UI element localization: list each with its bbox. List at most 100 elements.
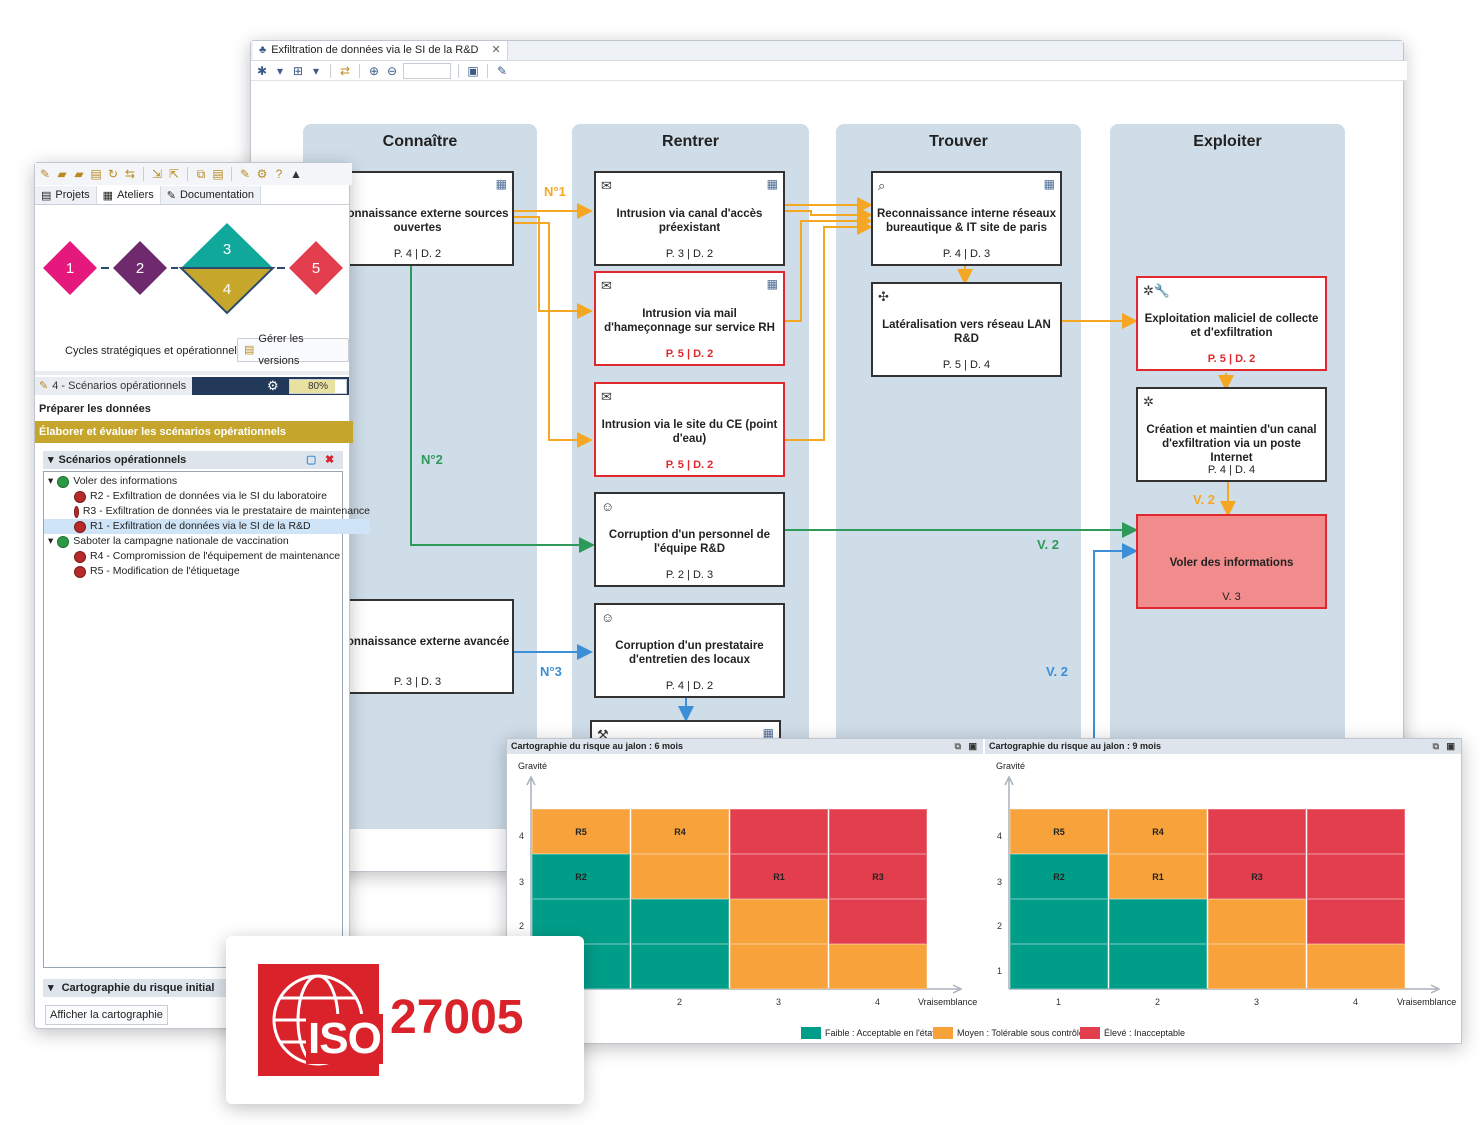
tree-item[interactable]: R3 - Exfiltration de données via le pres… [44, 504, 370, 519]
step-node[interactable]: ✉ ▦ Intrusion via canal d'accès préexist… [594, 171, 785, 266]
cycle-step-5[interactable]: 5 [289, 241, 343, 295]
toolbar-separator [359, 63, 360, 78]
camera-icon[interactable]: ▣ [968, 741, 977, 751]
cycle-step-4[interactable]: 4 [178, 267, 276, 315]
tree-label: R3 - Exfiltration de données via le pres… [82, 505, 370, 517]
step-node[interactable]: ☺ Corruption d'un personnel de l'équipe … [594, 492, 785, 587]
zoom-in-icon[interactable]: ⊕ [368, 63, 380, 78]
manage-versions-button[interactable]: ▤ Gérer les versions [237, 333, 349, 367]
folder-icon[interactable]: ▰ [57, 167, 67, 181]
step-elaborate-scenarios[interactable]: Élaborer et évaluer les scénarios opérat… [35, 421, 353, 443]
tools-icon[interactable]: ✎ [239, 167, 251, 181]
step-node[interactable]: ⌕ ▦ Reconnaissance interne réseaux burea… [871, 171, 1062, 266]
export-icon[interactable]: ⇱ [168, 167, 180, 181]
show-carto-button[interactable]: Afficher la cartographie [45, 1005, 168, 1025]
risk-cell-r4[interactable]: R4 [631, 809, 729, 854]
tree-group[interactable]: ▾Saboter la campagne nationale de vaccin… [44, 534, 344, 549]
link-icon[interactable]: ⇄ [339, 63, 351, 78]
tab-projets[interactable]: ▤Projets [35, 186, 97, 204]
step-node[interactable]: ✲🔧 Exploitation maliciel de collecte et … [1136, 276, 1327, 371]
risk-map-panel: Cartographie du risque au jalon : 6 mois… [506, 738, 1462, 1044]
layout-icon[interactable]: ✱ [256, 63, 268, 78]
mail-icon: ✉ [601, 278, 612, 293]
document-icon[interactable]: ▤ [212, 167, 224, 181]
legend-label: Faible : Acceptable en l'état [825, 1028, 935, 1038]
refresh-icon[interactable]: ↻ [107, 167, 119, 181]
tree-layout-icon[interactable]: ⊞ [292, 63, 304, 78]
link-icon[interactable]: ⇆ [124, 167, 136, 181]
risk-cell-r2[interactable]: R2 [532, 854, 630, 899]
cycle-step-3[interactable]: 3 [181, 223, 273, 268]
chevron-down-icon[interactable]: ▾ [312, 63, 320, 78]
camera-icon[interactable]: ▣ [1446, 741, 1455, 751]
toolbar-separator [187, 167, 188, 181]
zoom-select[interactable] [403, 62, 451, 79]
risk-cell-r2[interactable]: R2 [1010, 854, 1108, 899]
copy-icon[interactable]: ⧉ [1432, 741, 1439, 751]
risk-cell-r5[interactable]: R5 [1010, 809, 1108, 854]
step-node[interactable]: ☺ Corruption d'un prestataire d'entretie… [594, 603, 785, 698]
node-meta: P. 4 | D. 4 [1207, 464, 1256, 476]
open-folder-icon[interactable]: ✎ [39, 167, 51, 181]
risk-cell-r3[interactable]: R3 [1208, 854, 1306, 899]
scenario-icon [74, 520, 86, 533]
y-tick: 4 [519, 831, 525, 841]
risk-cell [829, 944, 927, 989]
camera-icon[interactable]: ▣ [467, 63, 479, 78]
tree-item[interactable]: R5 - Modification de l'étiquetage [44, 564, 370, 579]
risk-cell-r4[interactable]: R4 [1109, 809, 1207, 854]
step-node[interactable]: ✲ Création et maintien d'un canal d'exfi… [1136, 387, 1327, 482]
tree-group[interactable]: ▾Voler des informations [44, 474, 344, 489]
graduation-icon[interactable]: ▲ [290, 167, 302, 181]
step-node[interactable]: ▦ Reconnaissance externe sources ouverte… [321, 171, 514, 266]
risk-cell-r1[interactable]: R1 [1109, 854, 1207, 899]
svg-text:4: 4 [223, 281, 231, 298]
toolbar-separator [330, 63, 331, 78]
cycle-step-1[interactable]: 1 [43, 241, 97, 295]
tree-item[interactable]: R4 - Compromission de l'équipement de ma… [44, 549, 370, 564]
step-node[interactable]: ✣ Latéralisation vers réseau LAN R&D P. … [871, 282, 1062, 377]
tree-label: R4 - Compromission de l'équipement de ma… [90, 550, 341, 562]
tab-documentation[interactable]: ✎Documentation [160, 186, 261, 204]
risk-cell [631, 854, 729, 899]
close-icon[interactable]: ✕ [491, 44, 501, 56]
step-node[interactable]: ✉ Intrusion via le site du CE (point d'e… [594, 382, 785, 477]
folder-red-icon[interactable]: ▰ [74, 167, 84, 181]
tree-item-selected[interactable]: R1 - Exfiltration de données via le SI d… [44, 519, 370, 534]
chevron-down-icon: ▾ [48, 475, 54, 487]
step-prepare-data[interactable]: Préparer les données [39, 403, 151, 415]
x-tick: 3 [776, 997, 782, 1007]
cycle-step-2[interactable]: 2 [113, 241, 167, 295]
cycle-diagram: 1 2 3 4 5 [43, 223, 343, 315]
pen-icon: ✎ [166, 189, 176, 202]
scenarios-section-header[interactable]: ▾ Scénarios opérationnels ▢ ✖ [43, 451, 343, 469]
tree-item[interactable]: R2 - Exfiltration de données via le SI d… [44, 489, 370, 504]
gear-icon[interactable]: ⚙ [267, 378, 279, 393]
network-icon: ✣ [878, 289, 889, 304]
target-objective-node[interactable]: Voler des informations V. 3 [1136, 514, 1327, 609]
risk-cell-r1[interactable]: R1 [730, 854, 828, 899]
progress-label: 80% [307, 381, 328, 392]
copy-icon[interactable]: ⧉ [954, 741, 961, 751]
delete-icon[interactable]: ✖ [325, 454, 335, 466]
copy-icon[interactable]: ⧉ [196, 167, 206, 181]
save-icon[interactable]: ▤ [90, 167, 102, 181]
step-node[interactable]: Reconnaissance externe avancée P. 3 | D.… [321, 599, 514, 694]
help-icon[interactable]: ? [275, 167, 283, 181]
window-icon[interactable]: ▢ [306, 454, 317, 466]
tools-icon[interactable]: ✎ [496, 63, 508, 78]
risk-cell-r3[interactable]: R3 [829, 854, 927, 899]
step-node[interactable]: ✉ ▦ Intrusion via mail d'hameçonnage sur… [594, 271, 785, 366]
editor-tab[interactable]: ♣ Exfiltration de données via le SI de l… [253, 41, 508, 60]
risk-cell [1307, 944, 1405, 989]
node-title: Voler des informations [1169, 557, 1294, 569]
tab-ateliers[interactable]: ▦Ateliers [96, 186, 161, 204]
workshop-title: ✎ 4 - Scénarios opérationnels [35, 377, 193, 395]
import-icon[interactable]: ⇲ [151, 167, 163, 181]
tools-icon: ✎ [39, 380, 49, 392]
lane-title: Connaître [382, 133, 458, 150]
gear-icon[interactable]: ⚙ [256, 167, 268, 181]
zoom-out-icon[interactable]: ⊖ [386, 63, 398, 78]
risk-cell-r5[interactable]: R5 [532, 809, 630, 854]
chevron-down-icon[interactable]: ▾ [276, 63, 284, 78]
